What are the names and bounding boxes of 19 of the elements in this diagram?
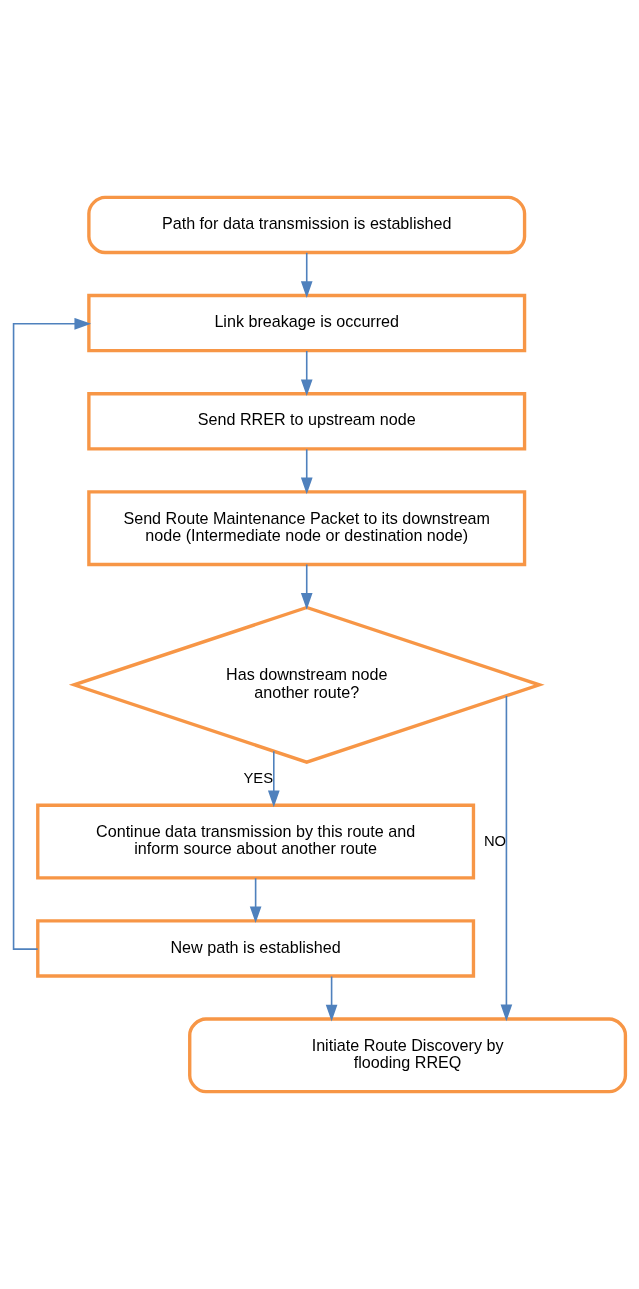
edge-label: YES: [243, 770, 274, 787]
node-box: Link breakage is occurred: [87, 293, 527, 353]
node-box: Initiate Route Discovery by flooding RREQ: [188, 1017, 628, 1094]
node-box: Send Route Maintenance Packet to its downstream node (Intermediate node or destination node): [87, 490, 527, 567]
node-diamond: Has downstream node another route?: [68, 605, 545, 764]
arrow: [325, 975, 338, 1022]
arrow: [12, 317, 92, 950]
arrow: [300, 252, 313, 298]
node-box: New path is established: [36, 919, 476, 978]
node-box: Send RRER to upstream node: [87, 392, 527, 451]
arrow: [500, 695, 513, 1022]
arrow: [300, 448, 313, 495]
arrow: [300, 563, 313, 610]
edge-label: NO: [483, 833, 507, 850]
arrow: [267, 750, 280, 808]
node-box: Path for data transmission is established: [87, 195, 527, 255]
arrow: [300, 350, 313, 397]
node-box: Continue data transmission by this route and inform source about another route: [36, 803, 476, 880]
arrow: [249, 877, 262, 924]
